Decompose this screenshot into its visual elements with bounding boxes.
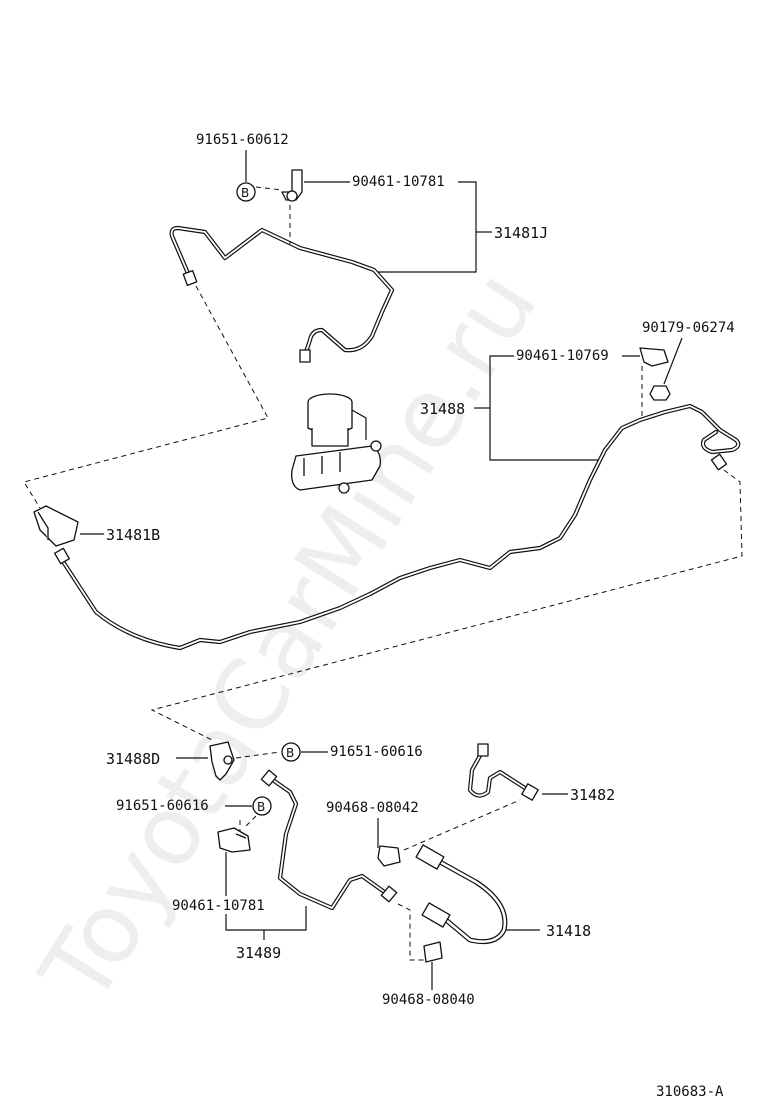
clamp-90461-10781-bottom — [217, 827, 251, 853]
label-91651-60616-a: 91651-60616 — [330, 744, 423, 760]
label-90468-08042: 90468-08042 — [326, 800, 419, 816]
label-31482: 31482 — [570, 786, 615, 804]
pipe-31488 — [54, 403, 741, 651]
symbol-b-top — [236, 182, 256, 202]
label-91651-60616-b: 91651-60616 — [116, 798, 209, 814]
pipe-31489 — [260, 769, 398, 911]
label-91651-60612: 91651-60612 — [196, 132, 289, 148]
clip-90468-08040 — [423, 941, 443, 963]
symbol-b-low — [252, 796, 272, 816]
hose-31418 — [415, 844, 508, 945]
symbol-b-mid — [281, 742, 301, 762]
clamp-90461-10769 — [639, 347, 669, 367]
label-90179-06274: 90179-06274 — [642, 320, 735, 336]
nut-90179-06274 — [649, 385, 671, 401]
label-31488D: 31488D — [106, 750, 160, 768]
label-31481J: 31481J — [494, 224, 548, 242]
label-90468-08040: 90468-08040 — [382, 992, 475, 1008]
figure-id: 310683-A — [656, 1084, 724, 1100]
label-90461-10781-top: 90461-10781 — [352, 174, 445, 190]
label-31481B: 31481B — [106, 526, 160, 544]
pipe-31481J — [169, 225, 395, 363]
watermark: ToyotaCarMine.ru — [19, 252, 559, 1023]
label-90461-10781-bottom: 90461-10781 — [172, 898, 265, 914]
label-90461-10769: 90461-10769 — [516, 348, 609, 364]
label-31489: 31489 — [236, 944, 281, 962]
symbol-b-low-text: B — [257, 800, 265, 814]
clutch-master-cylinder — [291, 393, 382, 494]
clip-90468-08042 — [377, 845, 401, 867]
symbol-b-mid-text: B — [286, 746, 294, 760]
bracket-31488D — [209, 741, 235, 781]
bracket-31481B — [33, 505, 79, 547]
label-31418: 31418 — [546, 922, 591, 940]
pipe-31482 — [467, 743, 539, 801]
clamp-90461-10781-top — [281, 169, 303, 202]
symbol-b-top-text: B — [241, 186, 249, 200]
label-31488: 31488 — [420, 400, 465, 418]
